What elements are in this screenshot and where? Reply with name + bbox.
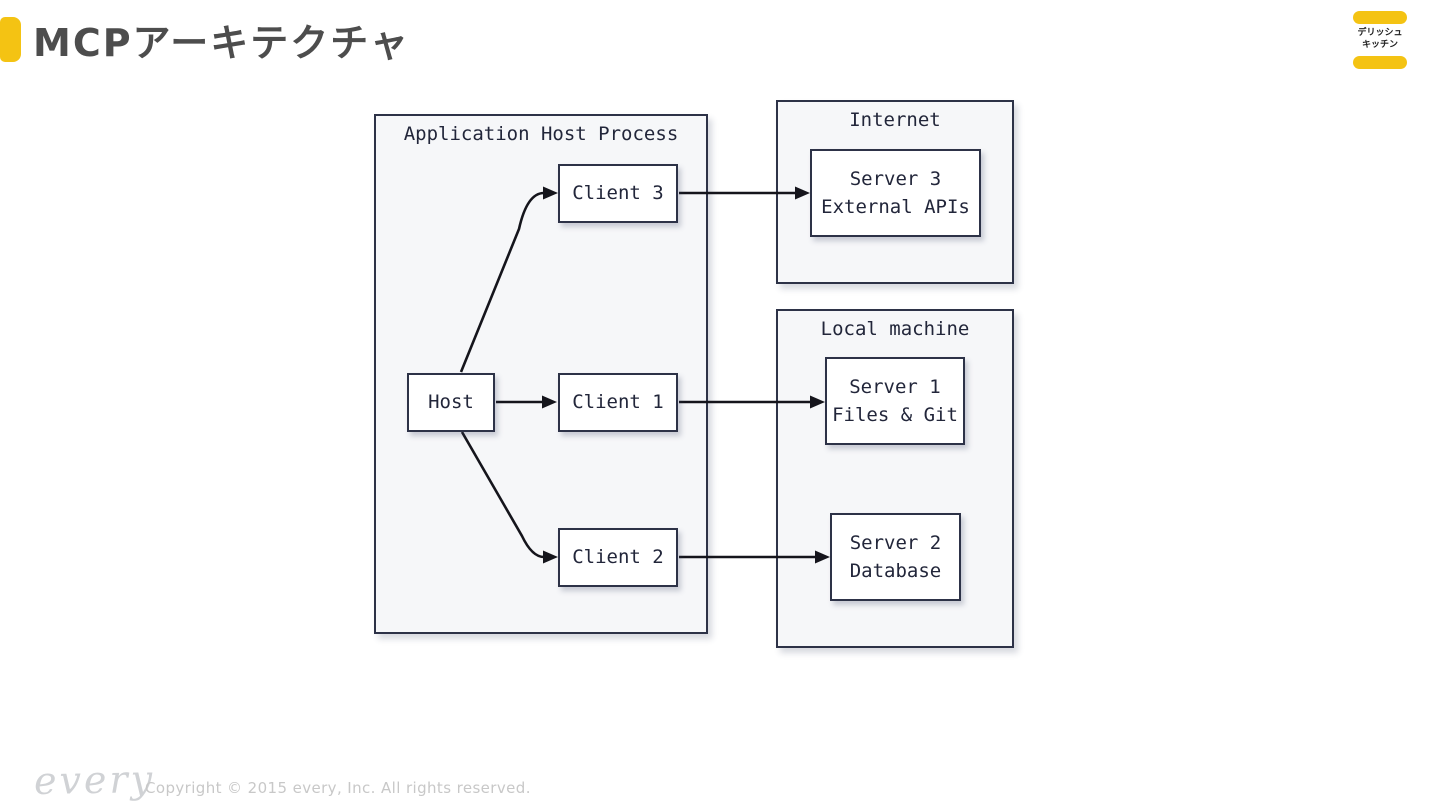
title-accent-bar xyxy=(0,17,21,62)
every-logo: every xyxy=(33,756,156,804)
node-client1: Client 1 xyxy=(558,373,678,432)
logo-text-line2: キッチン xyxy=(1361,40,1398,50)
node-server3-line1: Server 3 xyxy=(849,167,942,190)
logo-text: デリッシュ キッチン xyxy=(1353,24,1407,56)
node-server2-line1: Server 2 xyxy=(849,531,942,554)
group-label-application-host-process: Application Host Process xyxy=(403,123,679,145)
node-client2-label: Client 2 xyxy=(572,546,664,569)
node-client3-label: Client 3 xyxy=(572,182,664,205)
copyright-text: Copyright © 2015 every, Inc. All rights … xyxy=(145,779,531,797)
logo-text-line1: デリッシュ xyxy=(1357,28,1403,39)
node-server1: Server 1 Files & Git xyxy=(825,357,965,445)
node-client1-label: Client 1 xyxy=(572,391,664,414)
delish-kitchen-logo: デリッシュ キッチン xyxy=(1353,11,1407,69)
node-server1-line2: Files & Git xyxy=(832,404,958,426)
node-server1-line1: Server 1 xyxy=(849,375,941,398)
logo-top-bar-icon xyxy=(1353,11,1407,24)
page-title: MCPアーキテクチャ xyxy=(33,21,410,65)
logo-bottom-bar-icon xyxy=(1353,56,1407,69)
group-label-internet: Internet xyxy=(849,109,941,131)
node-client3: Client 3 xyxy=(558,164,678,223)
node-server3-line2: External APIs xyxy=(821,196,970,218)
node-client2: Client 2 xyxy=(558,528,678,587)
group-label-local-machine: Local machine xyxy=(820,318,970,340)
node-server2: Server 2 Database xyxy=(830,513,961,601)
node-server2-line2: Database xyxy=(849,560,942,582)
node-host: Host xyxy=(407,373,495,432)
node-host-label: Host xyxy=(428,391,474,414)
node-server3: Server 3 External APIs xyxy=(810,149,981,237)
